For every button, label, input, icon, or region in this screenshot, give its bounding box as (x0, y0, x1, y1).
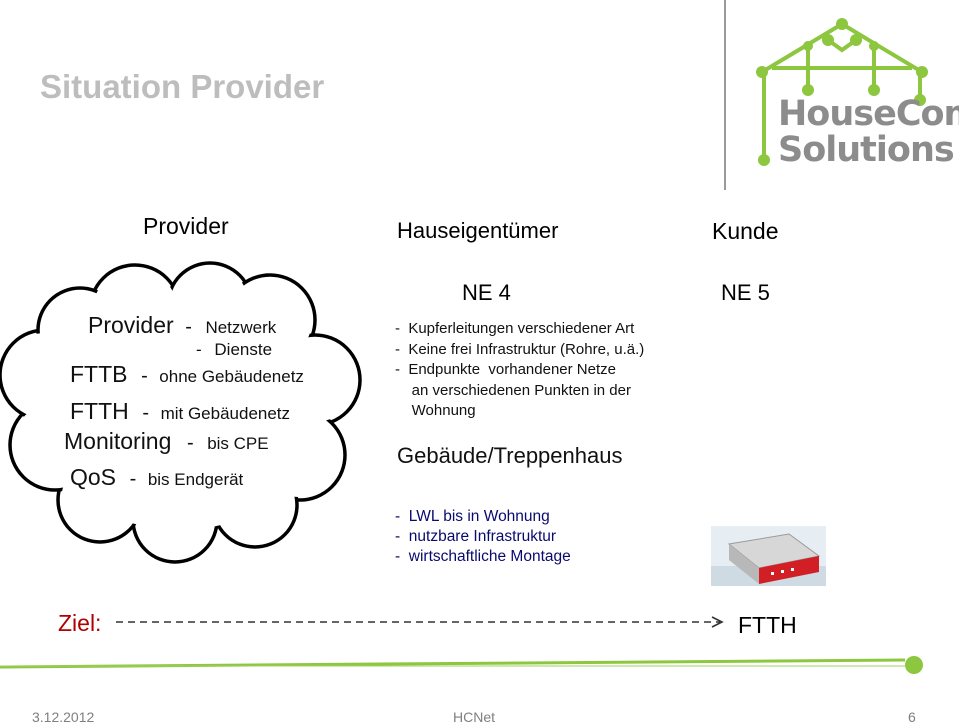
building-list: - LWL bis in Wohnung - nutzbare Infrastr… (395, 507, 571, 567)
logo-text-line1: HouseCom (778, 94, 959, 134)
ne5-label: NE 5 (721, 280, 770, 305)
footer-center: HCNet (453, 709, 496, 725)
cloud-shape (0, 261, 362, 564)
list-item: - Keine frei Infrastruktur (Rohre, u.ä.) (395, 340, 645, 358)
ne4-list: - Kupferleitungen verschiedener Art - Ke… (395, 319, 644, 422)
goal-target: FTTH (738, 612, 797, 638)
logo-house-icon (724, 0, 928, 190)
cloud-desc: bis CPE (207, 434, 269, 453)
cloud-row-ftth: FTTH - mit Gebäudenetz (70, 398, 290, 425)
cloud-sep: - (129, 468, 137, 490)
cloud-term: QoS (70, 464, 117, 490)
cloud-row-fttb: FTTB - ohne Gebäudenetz (70, 361, 304, 388)
cloud-sep: - (186, 432, 194, 454)
footer-page-number: 6 (908, 709, 916, 725)
column-owner: Hauseigentümer (397, 218, 559, 243)
slide-title: Situation Provider (40, 68, 325, 105)
cloud-desc: mit Gebäudenetz (160, 404, 291, 423)
list-item: - LWL bis in Wohnung (395, 508, 550, 525)
logo-text-line2: Solutions (778, 130, 955, 170)
goal-label: Ziel: (58, 610, 102, 636)
building-heading: Gebäude/Treppenhaus (397, 443, 623, 468)
cloud-sep: - (141, 365, 148, 387)
cloud-sep: - (142, 402, 149, 424)
list-item: an verschiedenen Punkten in der (395, 381, 631, 399)
cloud-row-qos: QoS - bis Endgerät (70, 464, 243, 491)
logo: HouseCom Solutions (724, 0, 959, 190)
router-image (711, 526, 826, 586)
cloud-row-provider: Provider - Netzwerk (88, 312, 276, 339)
column-provider: Provider (143, 213, 229, 239)
cloud-desc: bis Endgerät (147, 470, 244, 489)
list-item: - wirtschaftliche Montage (395, 548, 571, 565)
cloud-term: Monitoring (64, 428, 172, 454)
cloud-term: FTTB (70, 361, 128, 387)
footer-date: 3.12.2012 (32, 709, 95, 725)
cloud-desc: Netzwerk (205, 318, 277, 337)
cloud-sep: - (196, 340, 202, 359)
goal-arrow (116, 616, 724, 628)
cloud-desc: ohne Gebäudenetz (159, 367, 304, 386)
divider-line (0, 656, 923, 674)
cloud-term: Provider (88, 312, 174, 338)
list-item: - Kupferleitungen verschiedener Art (395, 320, 635, 337)
list-item: Wohnung (395, 402, 476, 419)
list-item: - Endpunkte vorhandener Netze (395, 361, 616, 378)
list-item: - nutzbare Infrastruktur (395, 528, 557, 545)
cloud-term: FTTH (70, 398, 129, 424)
cloud-sep: - (185, 316, 192, 338)
ne4-label: NE 4 (462, 280, 511, 305)
column-customer: Kunde (712, 218, 779, 244)
cloud-row-monitoring: Monitoring - bis CPE (64, 428, 269, 455)
cloud-row-dienste: - Dienste (196, 340, 272, 360)
cloud-desc: Dienste (214, 340, 273, 359)
